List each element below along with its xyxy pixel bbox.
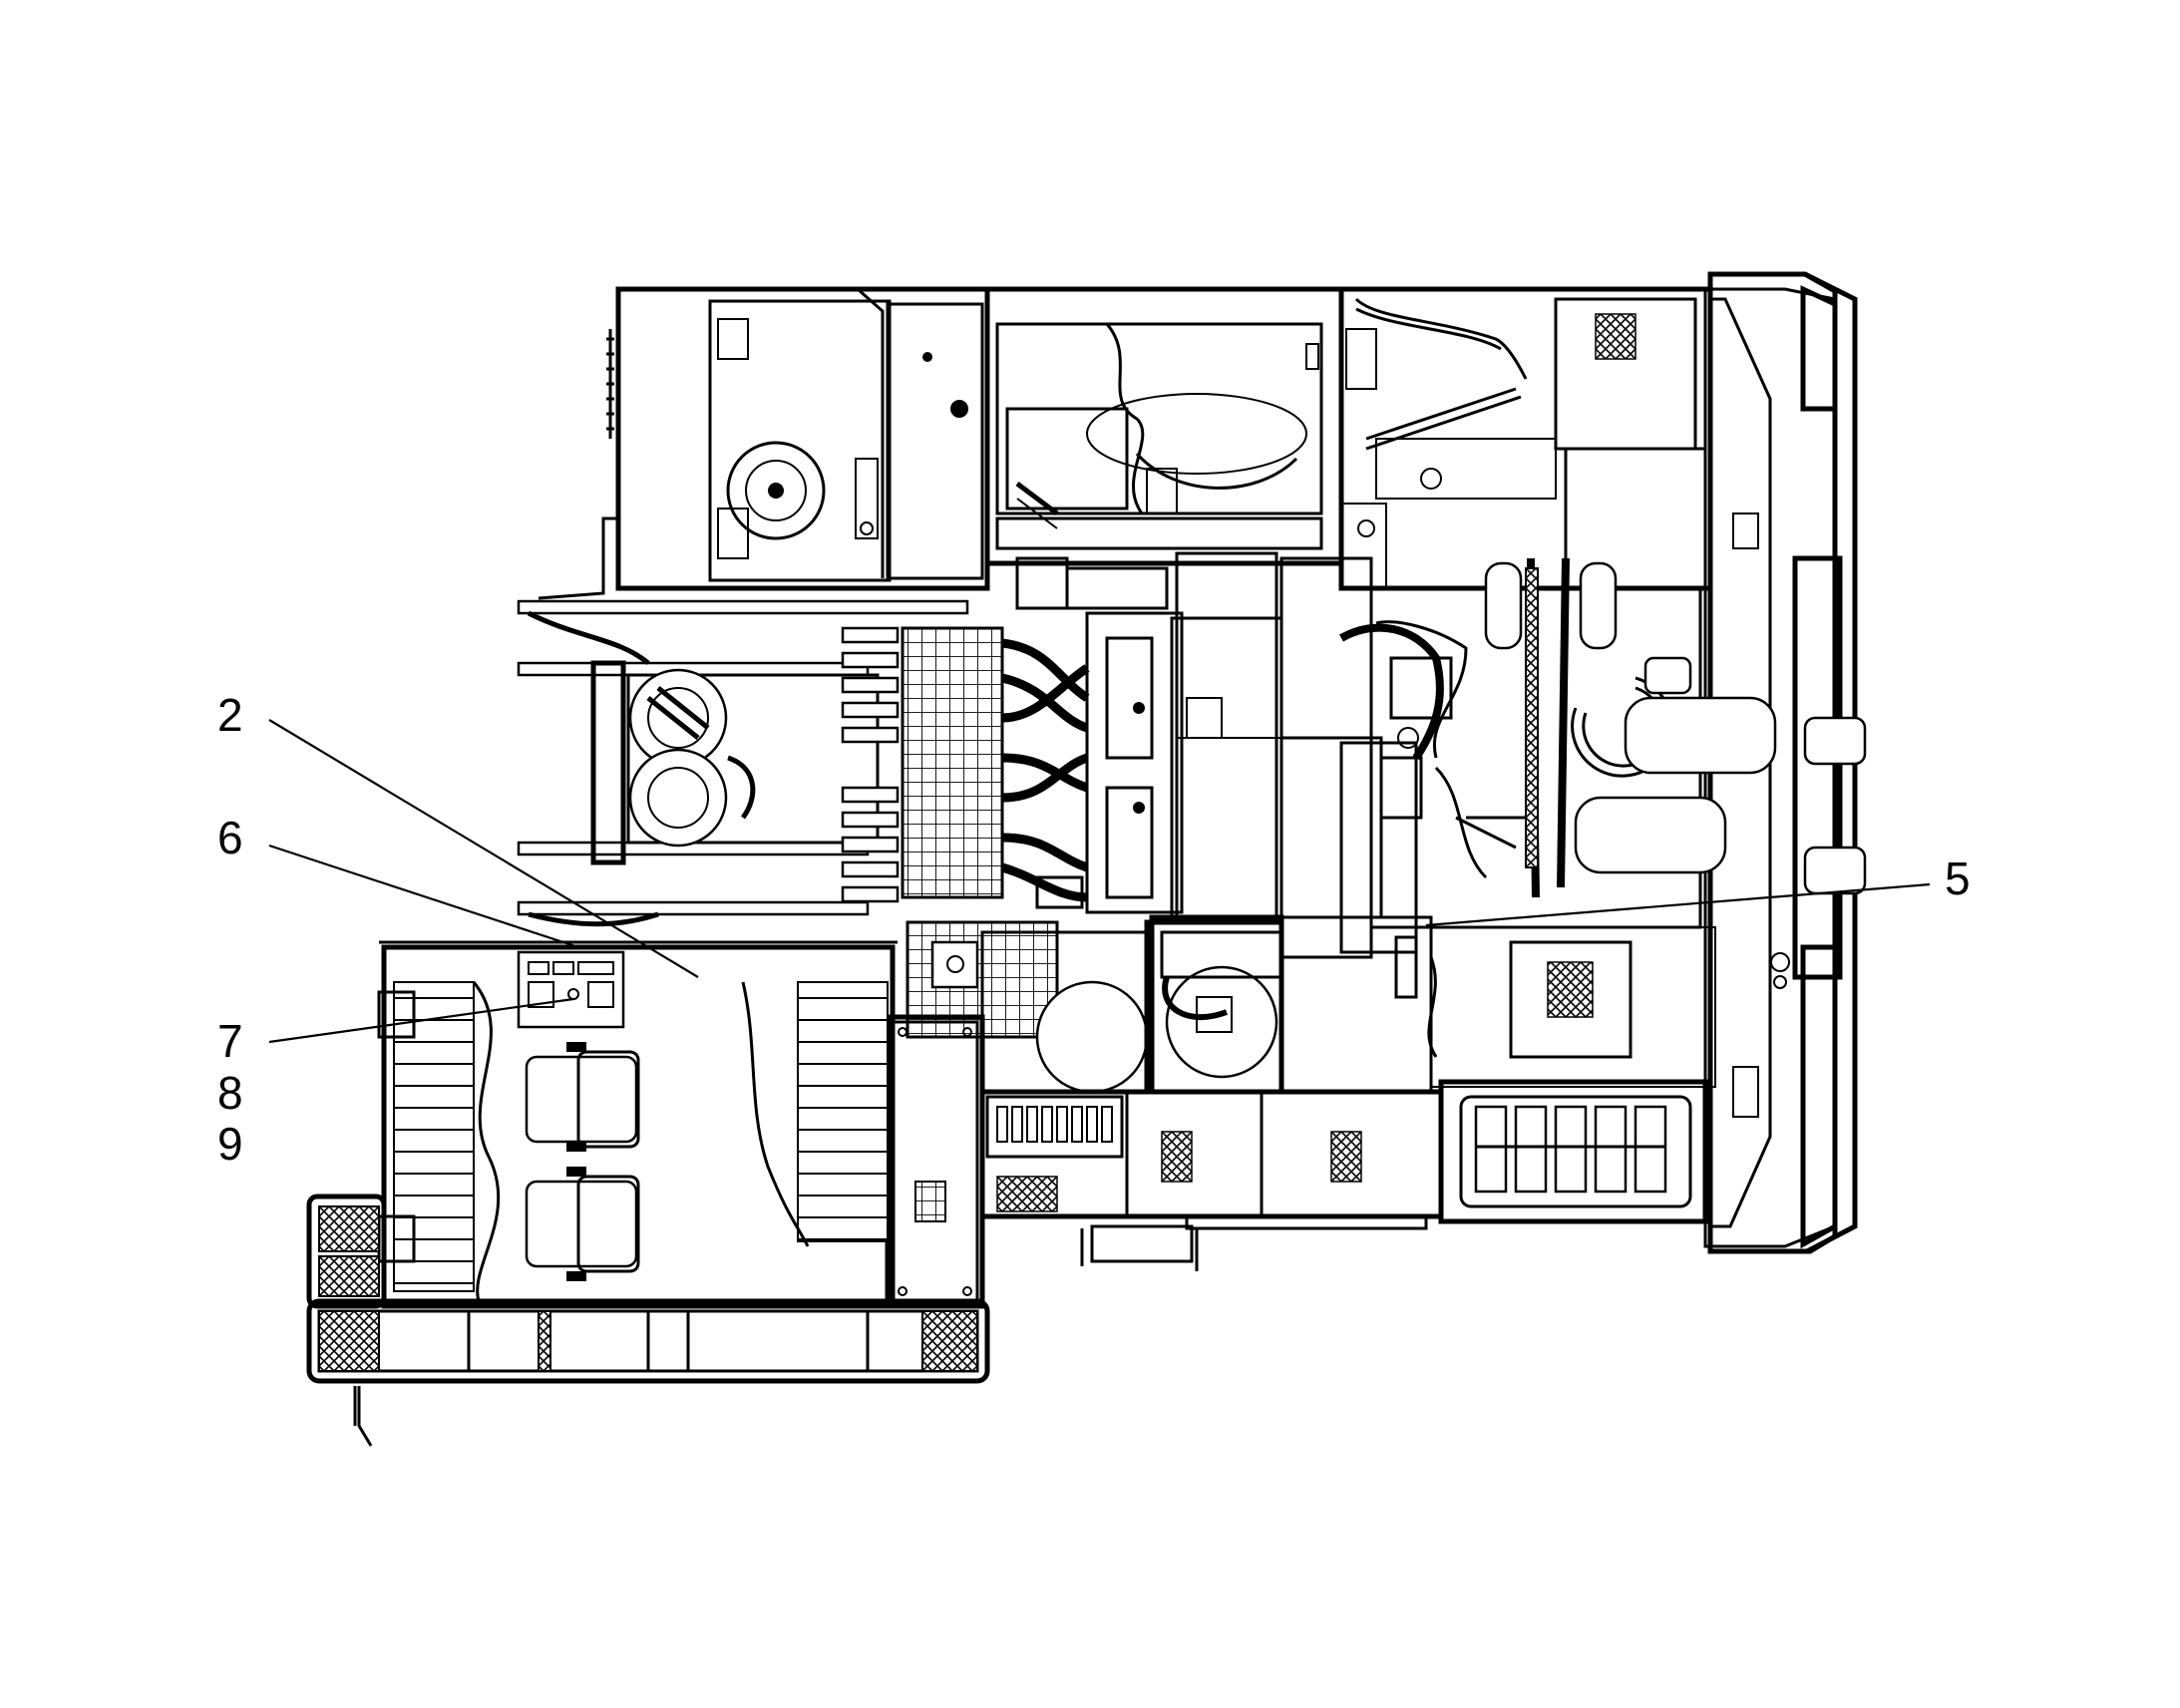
leader-7 xyxy=(268,997,574,1044)
control-console xyxy=(885,1014,985,1309)
callout-6: 6 xyxy=(217,812,243,863)
callout-9: 9 xyxy=(217,1118,243,1170)
callout-8: 8 xyxy=(217,1067,243,1119)
leader-5 xyxy=(1425,882,1931,927)
fuse-block xyxy=(996,1106,1113,1143)
chassis-rails xyxy=(517,599,969,927)
operator-platform xyxy=(377,940,898,1309)
battery-box xyxy=(1438,1079,1708,1224)
operator-panel-switches xyxy=(528,961,614,1008)
front-bumper xyxy=(1703,271,1867,1254)
center-floor-panels xyxy=(1149,551,1716,1095)
top-right-engine-area xyxy=(1338,286,1713,591)
hydraulic-hoses xyxy=(1000,638,1090,902)
top-left-cabinet xyxy=(538,286,990,600)
bottom-walkway xyxy=(306,1194,990,1447)
valve-row xyxy=(841,626,900,903)
pump-room xyxy=(906,919,1284,1095)
callout-numbers: 2 6 7 8 9 5 xyxy=(217,689,1971,1170)
engine-assembly xyxy=(1279,556,1777,959)
leader-6 xyxy=(268,844,579,949)
top-center-tank xyxy=(984,286,1344,566)
radiator-boxes xyxy=(979,1089,1444,1271)
callout-7: 7 xyxy=(217,1015,243,1067)
leader-lines xyxy=(268,719,1931,1044)
leader-2 xyxy=(268,719,699,978)
callout-2: 2 xyxy=(217,689,243,741)
callout-5: 5 xyxy=(1945,853,1971,904)
